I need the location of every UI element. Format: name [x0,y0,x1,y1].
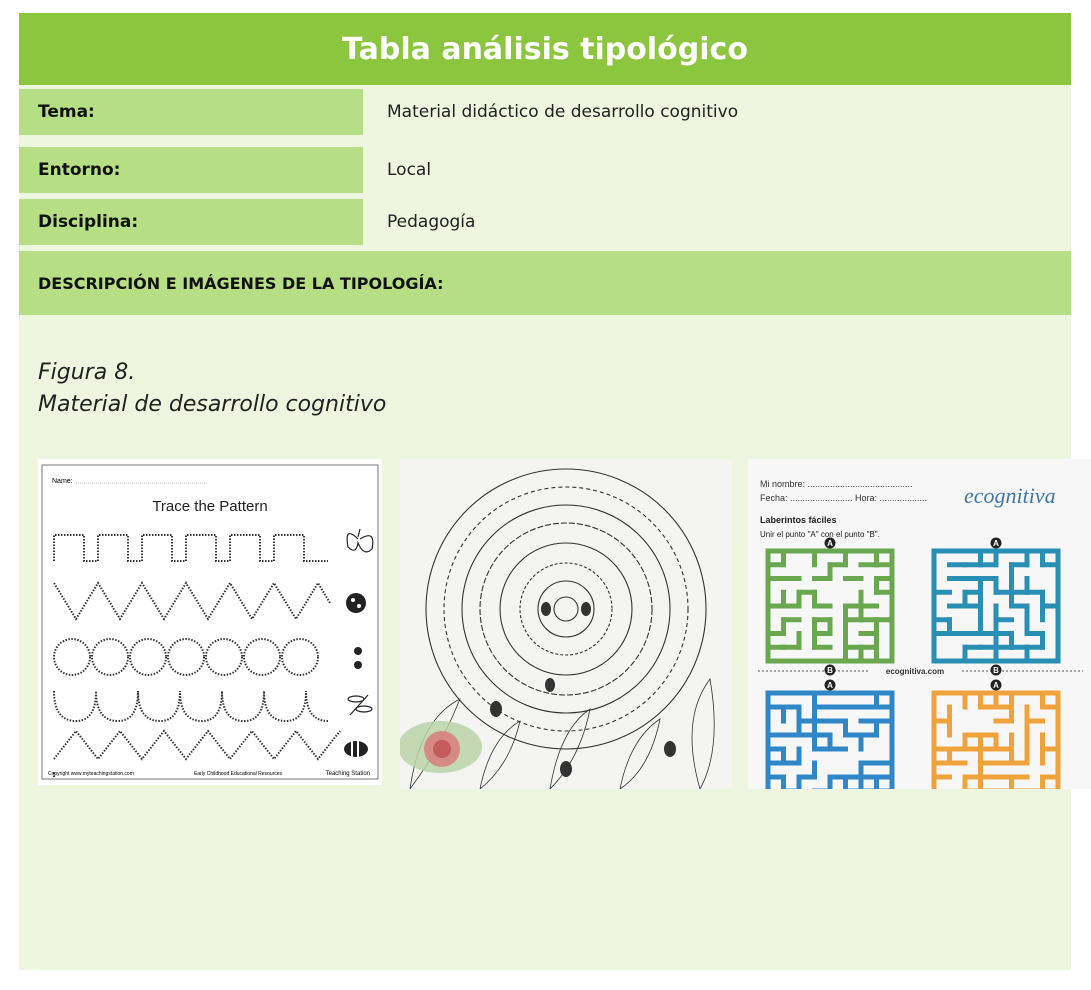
entorno-value: Local [367,147,1071,193]
table-title: Tabla análisis tipológico [19,13,1071,85]
disciplina-label: Disciplina: [19,199,363,245]
butterfly-icon [346,528,374,553]
zigzag-pattern [53,581,331,621]
figure-number: Figura 8. [38,360,136,385]
trace-name-label: Name: [52,478,73,485]
dot-icon [354,647,362,655]
trace-footer-right: Teaching Station [326,771,370,777]
maze-marker [990,679,1002,691]
mandala-drawing [425,468,707,750]
ladybug-icon [346,593,366,613]
trace-title: Trace the Pattern [152,498,267,515]
maze-date-line: Fecha: ......................... Hora: .… [760,493,927,503]
u-wave-pattern [53,690,329,723]
dragonfly-icon [347,694,373,716]
maze-marker [990,537,1002,549]
figure-caption: Material de desarrollo cognitivo [38,392,387,417]
square-wave-pattern [53,534,328,562]
row-disciplina: Disciplina: Pedagogía [19,199,1071,245]
maze-2: AB [931,537,1061,676]
diamond-pattern [53,729,341,761]
trace-footer-left: Copyright www.myteachingstation.com [48,771,134,777]
maze-instruction: Unir el punto "A" con el punto "B". [760,530,880,539]
trace-footer-mid: Early Childhood Educational Resources [194,771,283,777]
circle-pattern [53,638,319,676]
disciplina-value: Pedagogía [367,199,1071,245]
maze-marker-label: B [827,666,833,675]
maze-marker [990,664,1002,676]
dot-icon [354,661,362,669]
maze-3: AB [765,679,895,789]
row-entorno: Entorno: Local [19,147,1071,193]
maze-marker [824,679,836,691]
row-tema: Tema: Material didáctico de desarrollo c… [19,89,1071,135]
bee-icon [344,741,368,757]
trace-pattern-image: Name: Trace the Pattern [38,459,382,785]
maze-marker-label: A [827,681,833,690]
maze-marker-label: A [993,539,999,548]
tema-label: Tema: [19,89,363,135]
entorno-label: Entorno: [19,147,363,193]
maze-marker [824,664,836,676]
mandala-image [400,459,732,789]
maze-name-line: Mi nombre: .............................… [760,479,913,489]
maze-marker-label: A [827,539,833,548]
maze-heading: Laberintos fáciles [760,515,837,525]
maze-1: AB [765,537,895,676]
maze-4: AB [931,679,1061,789]
maze-marker-label: B [993,666,999,675]
maze-worksheet-image: Mi nombre: .............................… [748,459,1091,789]
maze-marker [824,537,836,549]
section-heading: DESCRIPCIÓN E IMÁGENES DE LA TIPOLOGÍA: [19,251,1071,315]
maze-site: ecognitiva.com [886,667,944,676]
maze-marker-label: A [993,681,999,690]
ecognitiva-logo: ecognitiva [964,483,1056,508]
tema-value: Material didáctico de desarrollo cogniti… [367,89,1071,135]
colored-rose [400,721,482,773]
typology-table: Tabla análisis tipológico Tema: Material… [19,13,1091,970]
